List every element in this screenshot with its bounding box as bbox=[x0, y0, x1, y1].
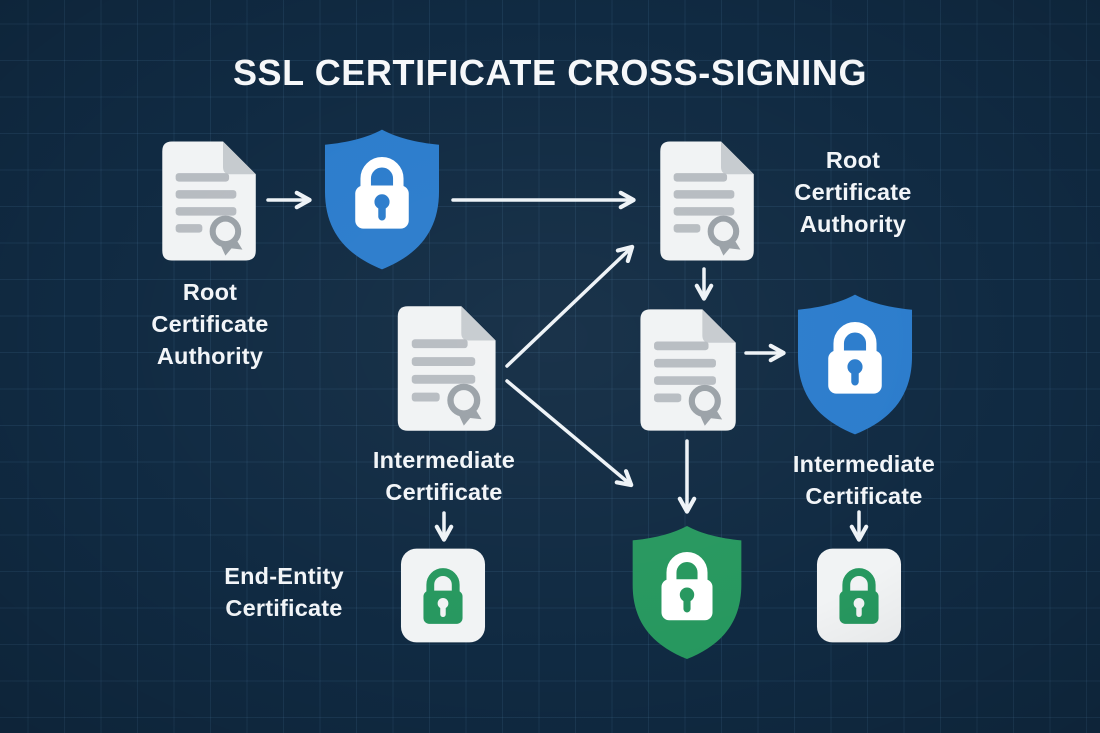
intermediate-left-label: Intermediate Certificate bbox=[372, 447, 516, 506]
shield-lock-icon bbox=[797, 294, 913, 435]
intermediate-right-label: Intermediate Certificate bbox=[792, 451, 936, 510]
certificate-icon bbox=[660, 141, 754, 261]
root-ca-left-label: Root Certificate Authority bbox=[151, 279, 269, 370]
end-entity-lock-badge-left bbox=[400, 547, 486, 644]
certificate-icon bbox=[397, 306, 496, 431]
root-ca-right-certificate bbox=[653, 140, 755, 262]
root-ca-right-label: Root Certificate Authority bbox=[794, 147, 912, 238]
shield-lock-icon bbox=[632, 525, 742, 660]
arrow-intermediate-to-rootright bbox=[505, 244, 635, 368]
lock-badge-icon bbox=[816, 548, 902, 643]
certificate-icon bbox=[162, 141, 256, 261]
end-entity-label: End-Entity Certificate bbox=[224, 563, 344, 622]
certificate-icon bbox=[640, 309, 736, 431]
signing-shield-blue bbox=[318, 127, 446, 272]
trust-shield-green bbox=[626, 519, 748, 666]
root-ca-left-certificate bbox=[155, 140, 257, 262]
intermediate-shield-blue bbox=[791, 291, 919, 438]
cross-signed-certificate bbox=[633, 308, 737, 432]
end-entity-lock-badge-right bbox=[816, 547, 902, 644]
intermediate-certificate-left bbox=[390, 305, 497, 432]
shield-lock-icon bbox=[324, 129, 440, 270]
lock-badge-icon bbox=[400, 548, 486, 643]
page-title: SSL CERTIFICATE CROSS-SIGNING bbox=[232, 52, 868, 93]
